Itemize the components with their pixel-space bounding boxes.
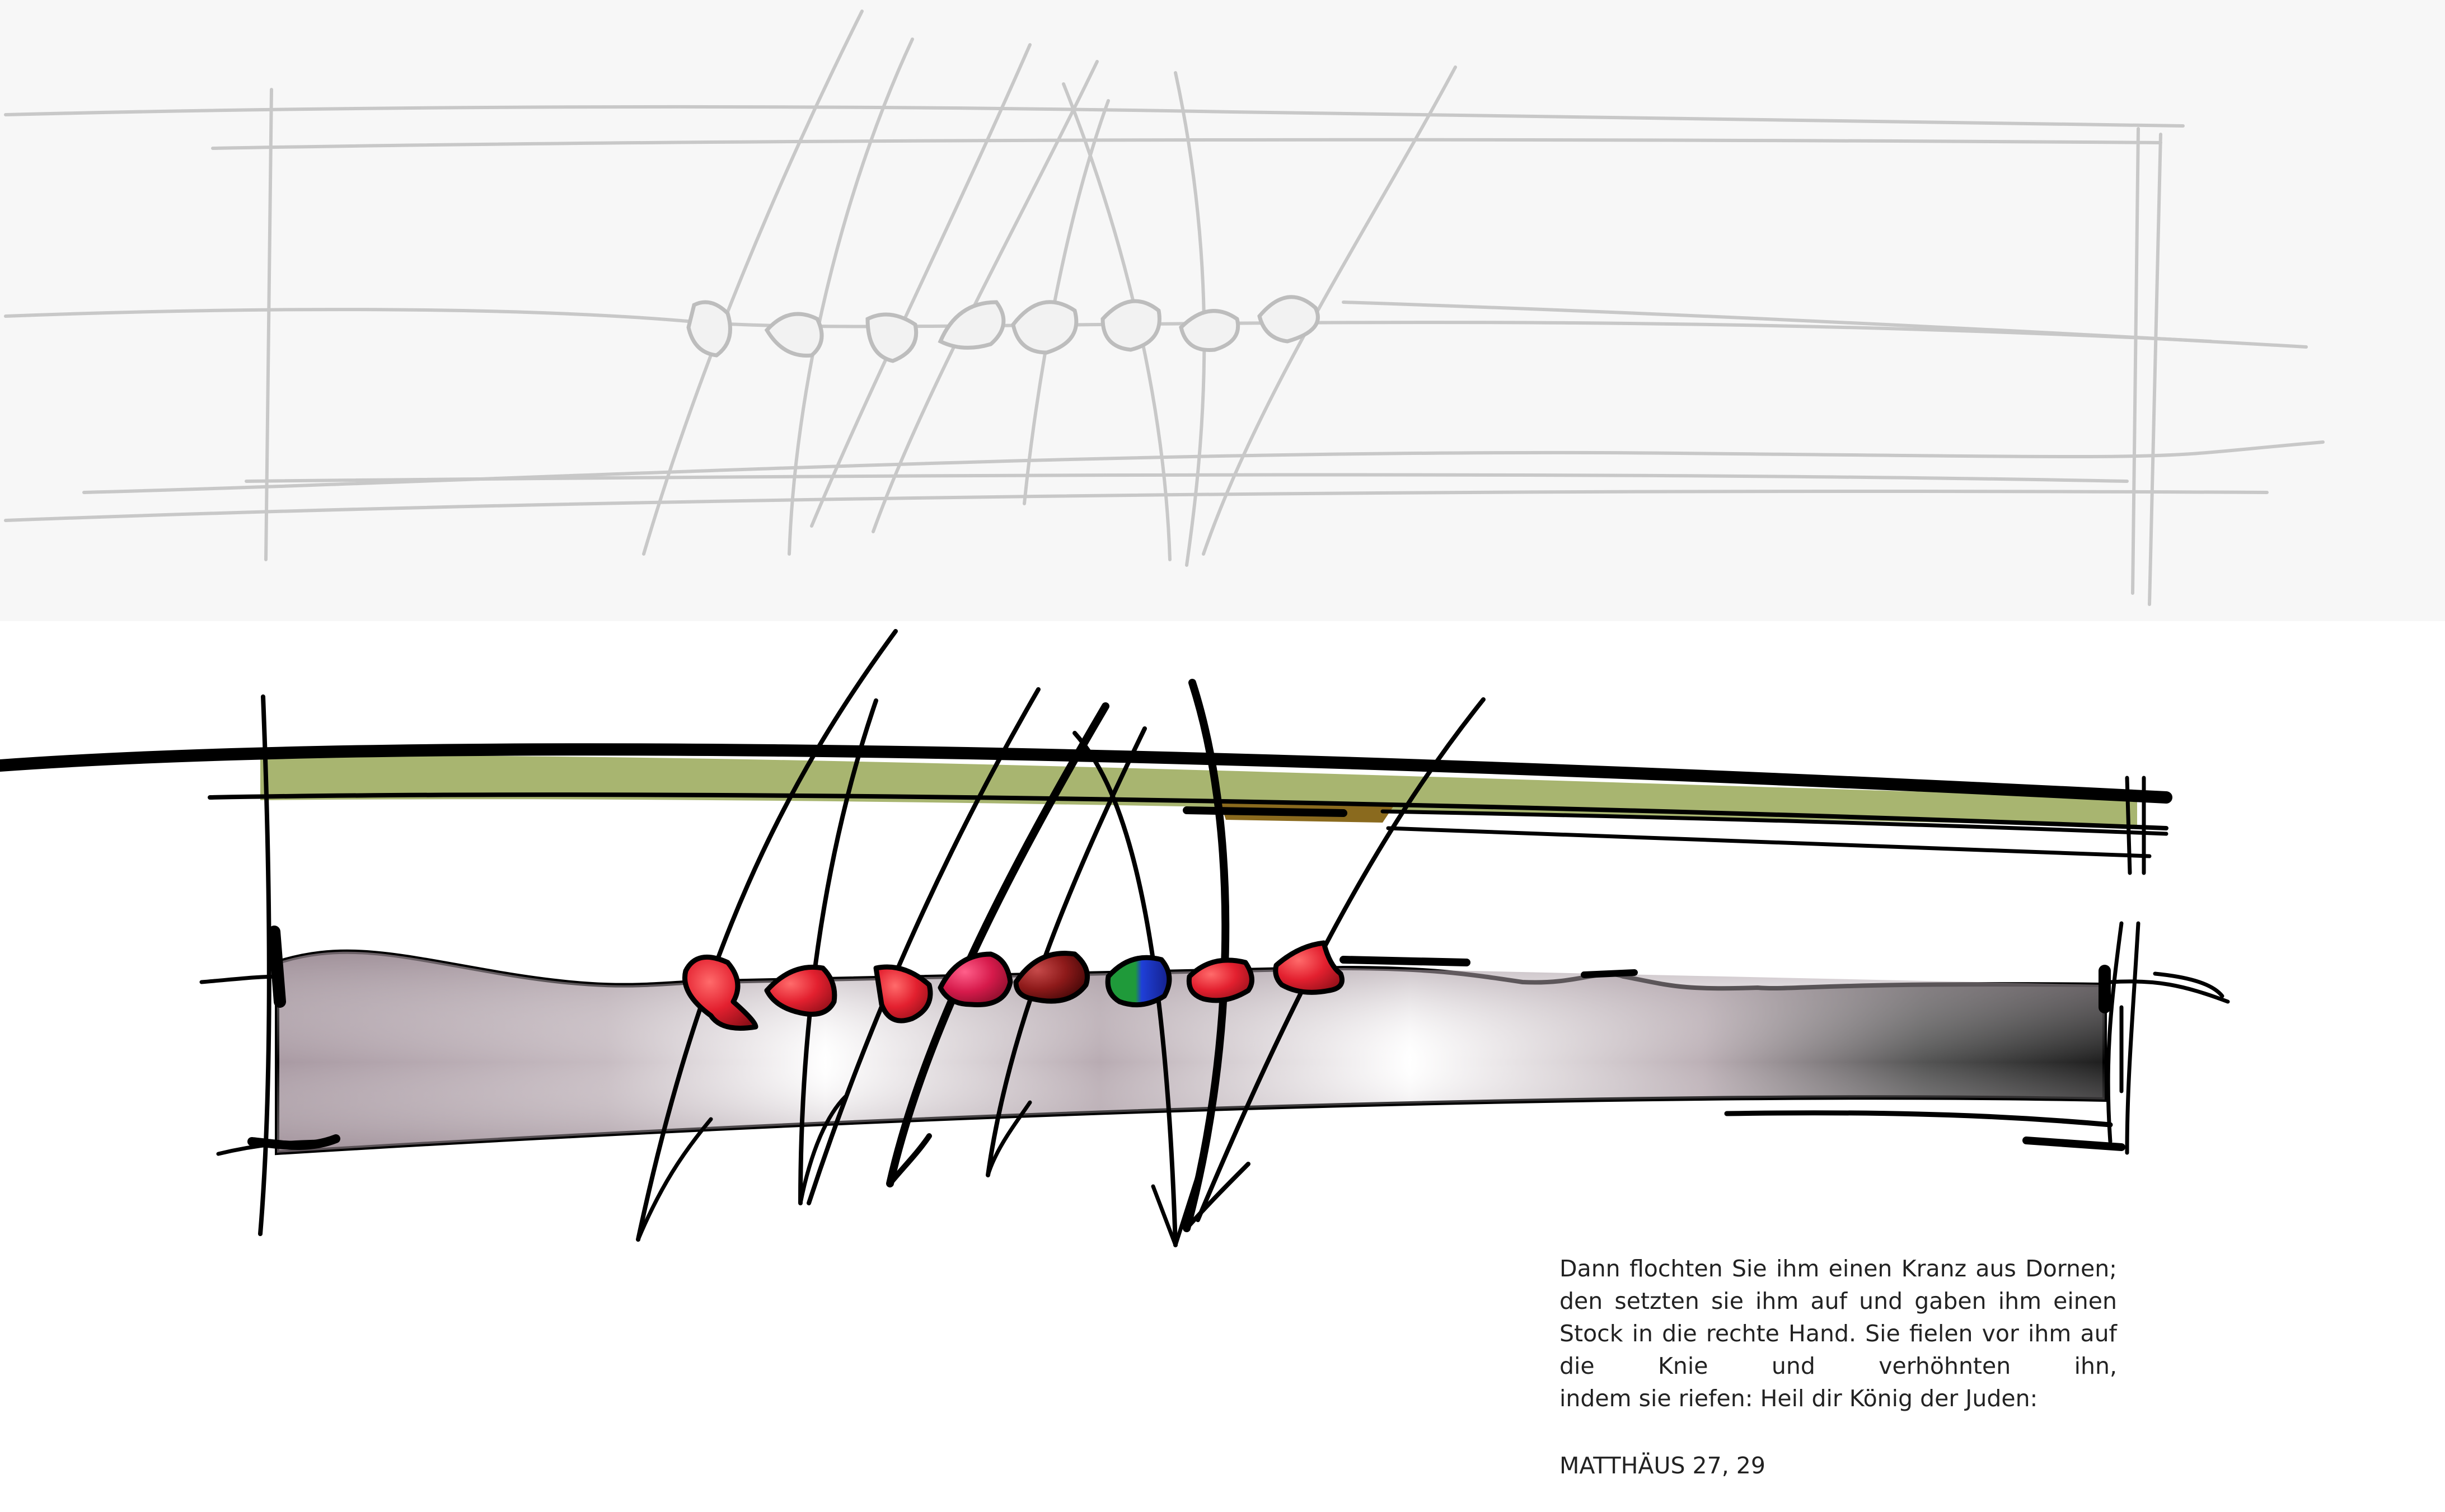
thorn-stroke-1 [636,629,898,1242]
bead-red-1 [682,954,758,1031]
sketch-line-low-2 [4,490,2269,522]
ink-vertical-right-1 [2125,776,2132,875]
ink-stick-right-tail-2 [2153,971,2224,998]
sketch-bead-4 [938,300,1006,350]
sketch-bead-2 [764,312,824,358]
ink-vertical-left [258,694,271,1236]
thorn-stroke-7 [1183,679,1230,1232]
ink-bottom-line [1724,1110,2113,1128]
thorn-stroke-3 [807,687,1041,1205]
ink-stick-right-tail [2108,979,2230,1004]
ink-bottom-right-accent [2022,1137,2125,1151]
sketch-line-bottom [245,473,2129,483]
ink-stick-right-top-2 [1581,969,1638,978]
thorn-stroke-2 [798,698,878,1205]
sketch-bead-7 [1179,309,1240,352]
ink-stick-left-stub-3 [247,1134,340,1150]
thorn-stroke-7-tail [1184,1162,1250,1231]
sketch-stroke-3 [810,43,1032,528]
bead-red-2 [764,964,837,1017]
bead-red-3 [873,964,933,1023]
thorn-stroke-4-tail [887,1133,932,1186]
ink-line-right-3 [1386,826,2152,858]
bead-red-7 [1186,957,1254,1003]
bead-crimson-4 [938,951,1013,1007]
caption-text: Dann flochten Sie ihm einen Kranz aus Do… [1559,1255,2117,1379]
sketch-vertical-right [2131,127,2140,595]
sketch-line-top-2 [211,138,2162,150]
thorn-stroke-2-tail [798,1095,847,1205]
thorn-stroke-1-tail [636,1117,713,1242]
sketch-line-top [4,105,2185,128]
thorn-stroke-4 [886,702,1109,1187]
green-band [260,755,2137,827]
thorn-stroke-6-arrow-left [1151,1184,1178,1247]
ink-line-right-1 [1183,806,1347,817]
caption-last-line: indem sie riefen: Heil dir König der Jud… [1559,1385,2038,1412]
pencil-sketch [4,10,2325,606]
bead-red-8 [1273,940,1345,995]
ink-line-under-green [208,792,2168,830]
thorn-stroke-6 [1072,731,1178,1247]
thorn-stroke-5-tail [986,1100,1032,1177]
bead-darkred-5 [1013,951,1090,1004]
bead-green-blue-6 [1105,955,1172,1008]
sketch-stroke-2 [788,37,914,556]
ink-vertical-right-3 [2106,921,2124,1144]
thorn-stroke-8 [1196,697,1486,1222]
sketch-line-mid-2 [1342,300,2308,349]
ink-line-right-2 [1380,809,2168,836]
ink-stick-right-top [1339,956,1470,966]
sketch-bead-8 [1257,295,1320,344]
sketch-bead-1 [686,300,732,358]
ink-vertical-right-4 [2125,921,2140,1155]
sketch-vertical-left [264,88,273,561]
ink-top-line [0,743,2172,804]
scripture-reference: MATTHÄUS 27, 29 [1559,1452,1765,1479]
sketch-bead-5 [1011,300,1079,355]
sketch-stroke-7 [1202,65,1457,556]
sketch-stroke-6 [1174,71,1206,567]
scripture-caption: Dann flochten Sie ihm einen Kranz aus Do… [1559,1252,2117,1415]
ink-vertical-left-cap [268,926,286,1008]
sketch-bead-6 [1100,299,1161,352]
sketch-bead-3 [865,312,919,363]
sketch-vertical-right-2 [2148,133,2162,606]
sketch-stroke-1 [642,10,864,556]
